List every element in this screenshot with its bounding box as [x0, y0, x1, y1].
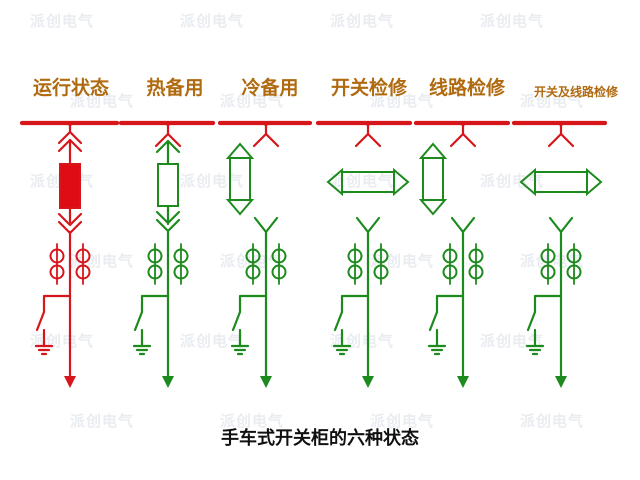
diagram-caption: 手车式开关柜的六种状态	[221, 428, 419, 449]
state-line-maintenance	[418, 121, 484, 388]
bus-contact-fingers	[252, 132, 280, 148]
breaker-truck	[422, 157, 444, 201]
earth-switch-blade	[133, 310, 144, 332]
feeder-arrow	[555, 376, 567, 388]
state-label-breaker-and-line-maintenance: 开关及线路检修	[533, 85, 618, 99]
earth-branch	[42, 294, 72, 314]
breaker-truck-horizontal	[341, 171, 395, 193]
earth-branch	[435, 294, 465, 314]
bus-contact-fingers	[449, 132, 477, 148]
state-running	[34, 121, 91, 388]
breaker-closed	[59, 163, 81, 209]
cable-contact-fingers	[355, 216, 381, 234]
state-hot-standby	[132, 121, 189, 388]
earth-branch	[140, 294, 170, 314]
earth-switch-blade	[35, 310, 46, 332]
lower-fingers-1	[57, 212, 83, 227]
cable-contact-fingers	[548, 216, 574, 234]
state-label-hot-standby: 热备用	[146, 77, 204, 99]
breaker-truck-horizontal	[534, 171, 588, 193]
upper-fingers-1	[57, 130, 83, 145]
state-label-breaker-maintenance: 开关检修	[330, 77, 407, 99]
state-label-cold-standby: 冷备用	[241, 77, 299, 99]
earth-switch-blade	[231, 310, 242, 332]
breaker-open	[157, 163, 179, 207]
state-breaker-and-line-maintenance	[519, 121, 603, 388]
feeder-arrow	[162, 376, 174, 388]
state-cold-standby	[225, 121, 287, 388]
truck-arrow-left	[519, 167, 536, 197]
bus-contact-fingers	[547, 132, 575, 148]
truck-arrow-up	[225, 142, 255, 159]
cable-contact-fingers	[450, 216, 476, 234]
lower-fingers-1	[155, 210, 181, 225]
feeder-arrow	[64, 376, 76, 388]
truck-arrow-right	[586, 167, 603, 197]
cable-contact-fingers	[253, 216, 279, 234]
earth-branch	[340, 294, 370, 314]
truck-arrow-down	[418, 199, 448, 216]
feeder-arrow	[457, 376, 469, 388]
bus-contact-fingers	[154, 132, 182, 148]
earth-switch-blade	[428, 310, 439, 332]
earth-branch	[533, 294, 563, 314]
bus-contact-fingers	[354, 132, 382, 148]
truck-arrow-left	[326, 167, 343, 197]
feeder-arrow	[362, 376, 374, 388]
breaker-truck	[229, 157, 251, 201]
earth-switch-blade	[333, 310, 344, 332]
truck-arrow-up	[418, 142, 448, 159]
state-labels: 运行状态 热备用 冷备用 开关检修 线路检修 开关及线路检修	[0, 0, 640, 120]
earth-branch	[238, 294, 268, 314]
feeder-arrow	[260, 376, 272, 388]
state-breaker-maintenance	[326, 121, 410, 388]
truck-arrow-right	[393, 167, 410, 197]
state-label-line-maintenance: 线路检修	[428, 77, 505, 99]
truck-arrow-down	[225, 199, 255, 216]
state-label-running: 运行状态	[32, 77, 109, 99]
earth-switch-blade	[526, 310, 537, 332]
